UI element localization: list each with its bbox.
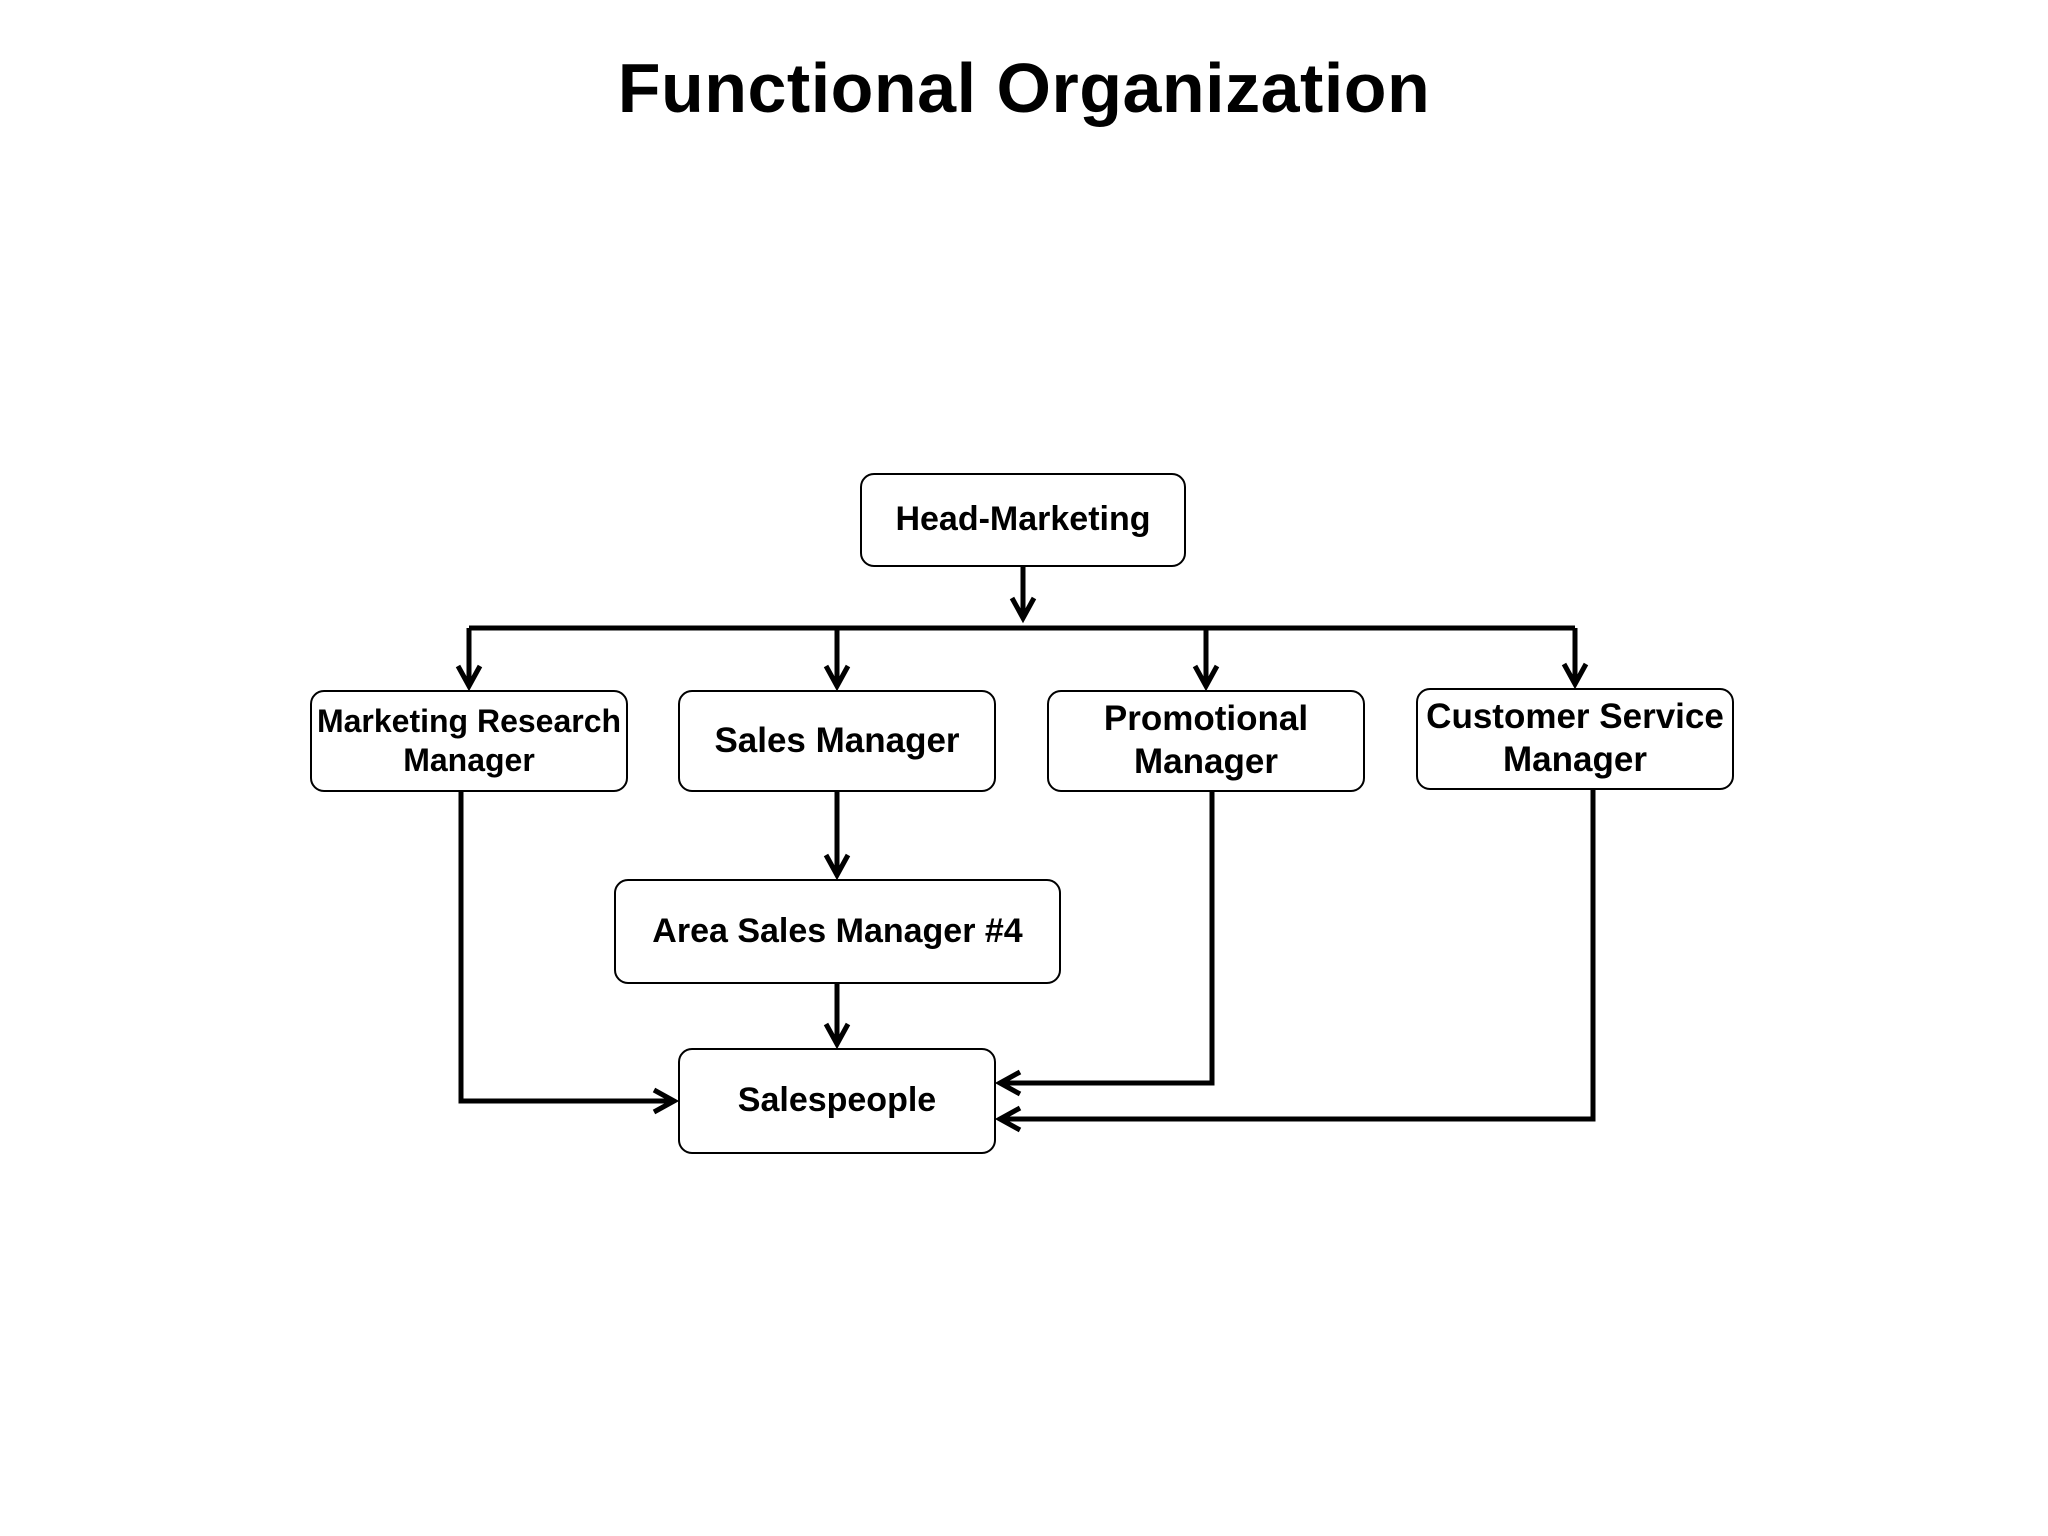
node-customer-service-manager: Customer Service Manager (1416, 688, 1734, 790)
node-label: Customer Service Manager (1426, 697, 1724, 779)
node-promotional-manager: Promotional Manager (1047, 690, 1365, 792)
node-label: Area Sales Manager #4 (652, 911, 1023, 950)
node-label: Salespeople (737, 1081, 937, 1120)
node-label: Promotional Manager (1103, 699, 1309, 781)
edge-promotional-salespeople (1000, 792, 1215, 1086)
edge-customer-service-salespeople (1000, 790, 1596, 1122)
arrowhead-sales-manager (823, 664, 851, 692)
page-title: Functional Organization (617, 49, 1431, 127)
arrowhead-salespeople-left (652, 1087, 680, 1115)
arrowhead-marketing-research (455, 664, 483, 692)
node-label: Head-Marketing (895, 500, 1151, 539)
arrowhead-promotional (1192, 664, 1220, 692)
node-sales-manager: Sales Manager (678, 690, 996, 792)
node-salespeople: Salespeople (678, 1048, 996, 1154)
arrowhead-salespeople-right-2 (994, 1105, 1022, 1133)
node-head-marketing: Head-Marketing (860, 473, 1186, 567)
edge-marketing-research-salespeople (458, 792, 674, 1104)
node-marketing-research-manager: Marketing Research Manager (310, 690, 628, 792)
arrowhead-customer-service (1561, 662, 1589, 690)
arrowhead-salespeople-right-1 (994, 1069, 1022, 1097)
node-label: Sales Manager (714, 720, 960, 760)
arrowhead-area-sales (823, 853, 851, 881)
arrowhead-salespeople-top (823, 1022, 851, 1050)
node-label: Marketing Research Manager (316, 702, 622, 778)
arrowhead-head-bus (1009, 596, 1037, 624)
node-area-sales-manager: Area Sales Manager #4 (614, 879, 1061, 984)
